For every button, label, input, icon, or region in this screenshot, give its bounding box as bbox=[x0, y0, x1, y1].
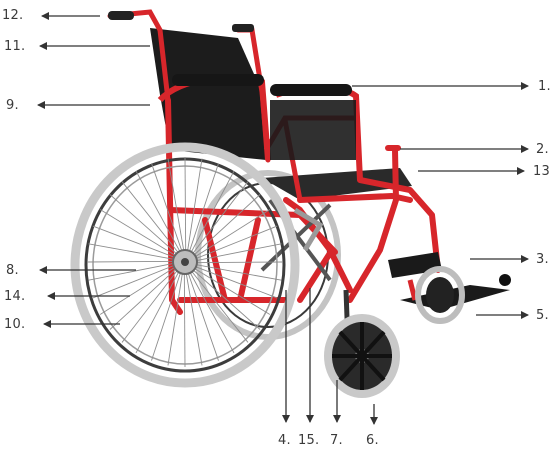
wheel-spoke bbox=[88, 244, 179, 260]
front-caster bbox=[324, 290, 400, 398]
callout-3: 3. bbox=[536, 252, 549, 267]
wheel-spoke bbox=[185, 157, 186, 256]
callout-13: 13 bbox=[533, 164, 550, 179]
callout-7: 7. bbox=[330, 433, 343, 448]
callout-4: 4. bbox=[278, 433, 291, 448]
callout-14: 14. bbox=[4, 289, 25, 304]
wheel-spoke bbox=[87, 261, 179, 262]
wheel-spoke bbox=[191, 244, 282, 262]
callout-12: 12. bbox=[2, 8, 23, 23]
callout-10: 10. bbox=[4, 317, 25, 332]
rear-wheel bbox=[75, 147, 295, 383]
callout-1: 1. bbox=[538, 79, 551, 94]
callout-6: 6. bbox=[366, 433, 379, 448]
callout-15: 15. bbox=[298, 433, 319, 448]
wheel-spoke bbox=[136, 171, 183, 256]
callout-5: 5. bbox=[536, 308, 549, 323]
callout-11: 11. bbox=[4, 39, 25, 54]
callout-2: 2. bbox=[536, 142, 549, 157]
wheel-spoke bbox=[184, 268, 185, 367]
wheel-spoke bbox=[93, 263, 179, 298]
callout-8: 8. bbox=[6, 263, 19, 278]
callout-9: 9. bbox=[6, 98, 19, 113]
wheel-spoke bbox=[100, 264, 179, 314]
wheel-spoke bbox=[88, 262, 179, 280]
